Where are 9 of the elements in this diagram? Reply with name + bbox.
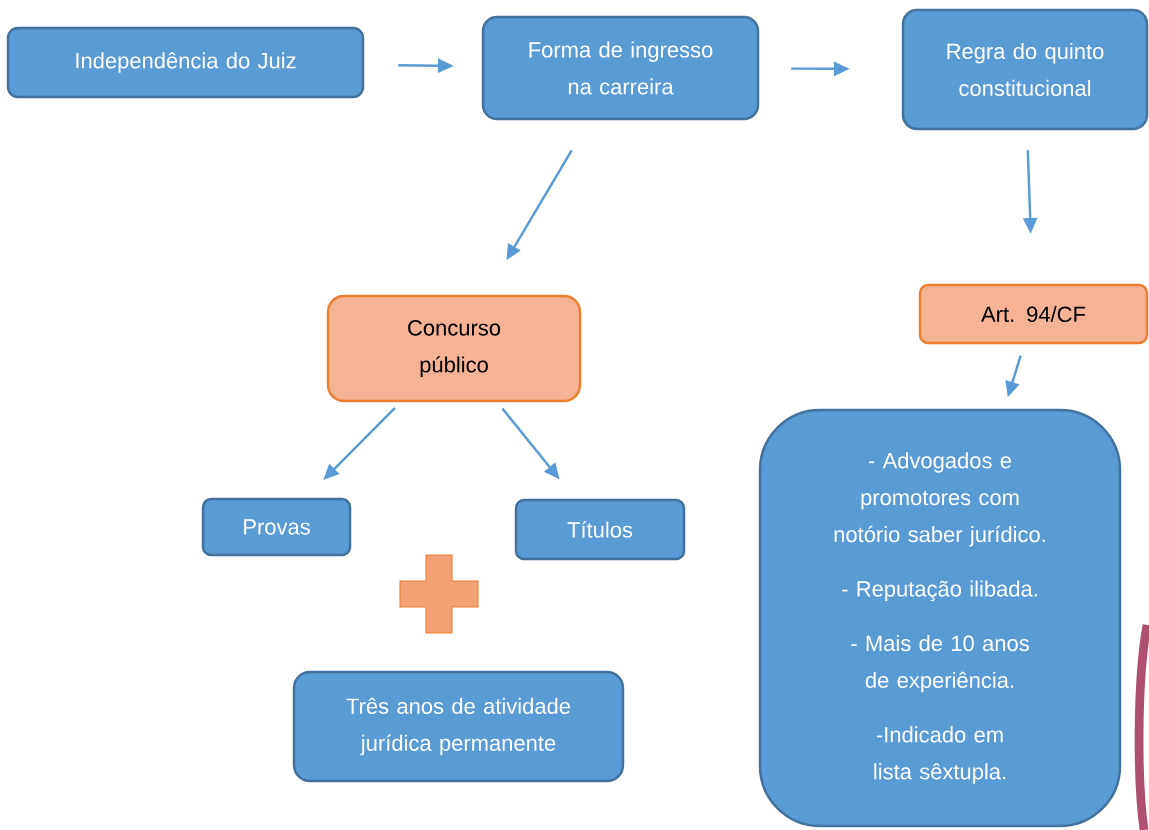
process-box: - Advogados e promotores com notório saber jurídico. - Reputação ilibada. - Mais de 10 anos de experiência. -Indicado em lista sêxtupla. [758, 408, 1122, 828]
process-box: Provas [201, 497, 352, 557]
process-box: Independência do Juiz [6, 26, 365, 99]
highlight-box: Art. 94/CF [918, 283, 1149, 345]
highlight-box: Concurso público [326, 294, 582, 403]
process-box: Títulos [514, 498, 686, 561]
process-box: Regra do quinto constitucional [901, 8, 1149, 131]
process-box: Forma de ingresso na carreira [481, 15, 760, 121]
process-box: Três anos de atividade jurídica permanente [292, 670, 625, 783]
